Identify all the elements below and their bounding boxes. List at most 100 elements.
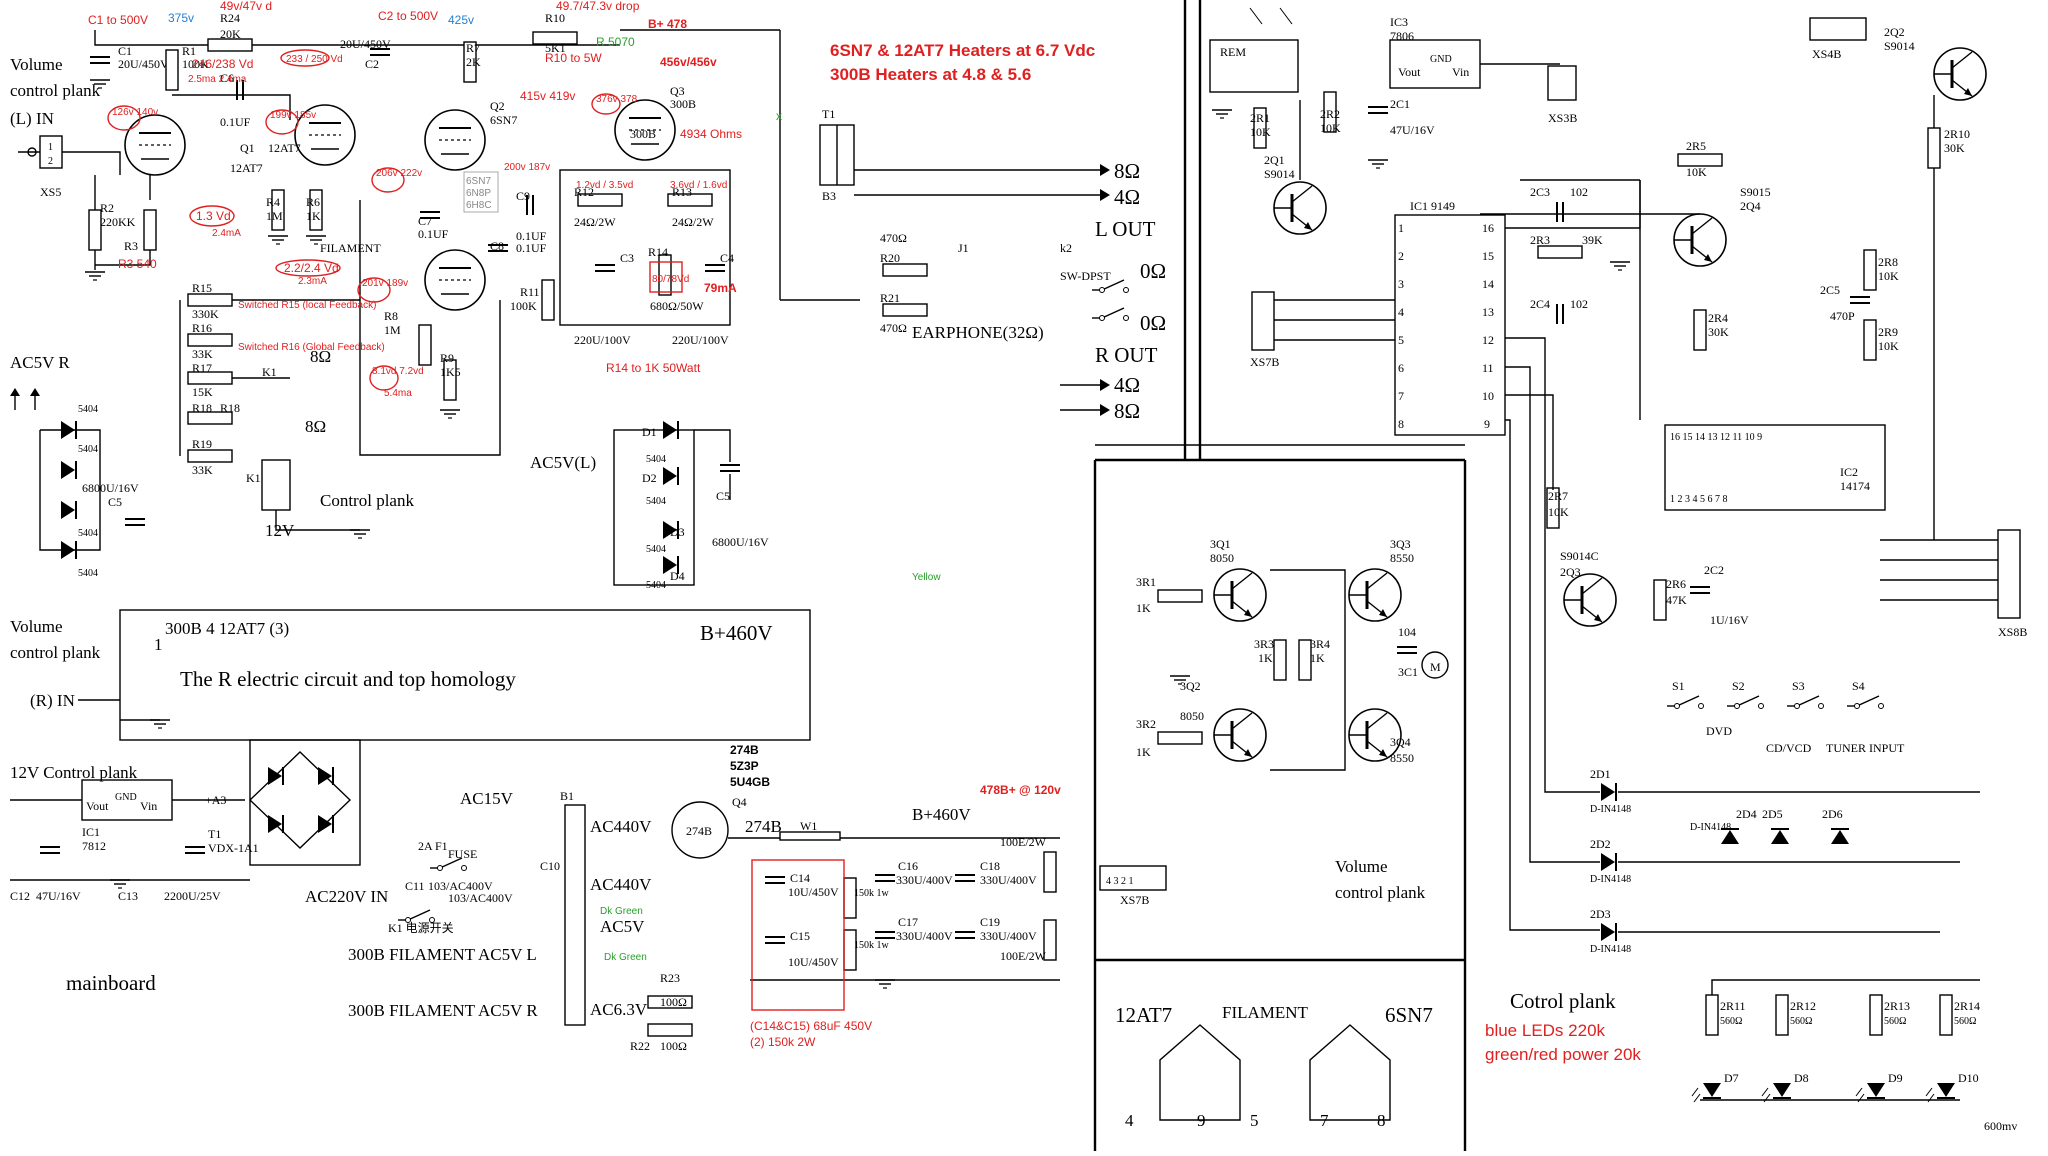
svg-text:M: M xyxy=(1430,660,1441,674)
svg-text:6SN7: 6SN7 xyxy=(466,176,491,187)
svg-text:AC5V: AC5V xyxy=(600,917,645,936)
svg-text:415v 419v: 415v 419v xyxy=(520,89,575,103)
svg-text:10K: 10K xyxy=(1320,121,1341,135)
svg-text:3: 3 xyxy=(1398,277,1404,291)
svg-text:5: 5 xyxy=(1250,1111,1259,1130)
svg-text:3R2: 3R2 xyxy=(1136,717,1156,731)
svg-text:R10: R10 xyxy=(545,11,565,25)
svg-text:2D5: 2D5 xyxy=(1762,807,1783,821)
svg-text:R10 to 5W: R10 to 5W xyxy=(545,51,602,65)
filament-300b-r: 300B FILAMENT AC5V R xyxy=(348,1001,538,1020)
svg-text:3R1: 3R1 xyxy=(1136,575,1156,589)
svg-text:IC2: IC2 xyxy=(1840,465,1858,479)
svg-text:13: 13 xyxy=(1482,305,1494,319)
svg-text:8Ω: 8Ω xyxy=(310,347,331,366)
svg-text:79mA: 79mA xyxy=(704,281,737,295)
svg-text:Volume: Volume xyxy=(10,617,63,636)
3r2-resistor xyxy=(1157,731,1203,745)
svg-text:199v 185v: 199v 185v xyxy=(270,110,316,121)
svg-text:5404: 5404 xyxy=(646,580,666,591)
svg-text:B+460V: B+460V xyxy=(912,805,971,824)
c14-capacitor xyxy=(764,876,786,884)
svg-text:R1: R1 xyxy=(182,44,196,58)
svg-text:1K: 1K xyxy=(306,209,321,223)
svg-text:10: 10 xyxy=(1482,389,1494,403)
svg-text:C8: C8 xyxy=(490,239,504,253)
svg-text:C9: C9 xyxy=(516,189,530,203)
svg-text:C10: C10 xyxy=(540,859,560,873)
svg-text:7812: 7812 xyxy=(82,839,106,853)
svg-text:6800U/16V: 6800U/16V xyxy=(712,535,769,549)
svg-text:2R11: 2R11 xyxy=(1720,999,1746,1013)
c5-r-capacitor xyxy=(124,518,146,526)
b460-label: B+460V xyxy=(700,621,773,645)
s2-cdvcd-switch xyxy=(1726,695,1765,710)
svg-text:C2 to 500V: C2 to 500V xyxy=(378,9,438,23)
r19-resistor xyxy=(187,449,233,463)
svg-text:3C1: 3C1 xyxy=(1398,665,1418,679)
q2-tube-6sn7 xyxy=(424,109,486,171)
svg-text:7: 7 xyxy=(1398,389,1404,403)
svg-text:C15: C15 xyxy=(790,929,810,943)
svg-text:3Q1: 3Q1 xyxy=(1210,537,1231,551)
l-out-4ohm: 4Ω xyxy=(1114,185,1140,209)
svg-text:C2: C2 xyxy=(365,57,379,71)
svg-text:274B: 274B xyxy=(745,817,782,836)
green-red-note: green/red power 20k xyxy=(1485,1045,1641,1064)
svg-text:16 15 14 13 12 11: 16 15 14 13 12 11 10 9 xyxy=(1670,432,1762,443)
2r4-resistor xyxy=(1693,309,1707,351)
svg-text:control plank: control plank xyxy=(1335,883,1426,902)
svg-text:5U4GB: 5U4GB xyxy=(730,775,770,789)
svg-text:3Q2: 3Q2 xyxy=(1180,679,1201,693)
svg-text:10U/450V: 10U/450V xyxy=(788,885,839,899)
volume-motor xyxy=(1421,651,1449,679)
svg-text:300B 4 12AT7 (3): 300B 4 12AT7 (3) xyxy=(165,619,289,638)
svg-text:5404: 5404 xyxy=(78,528,98,539)
svg-text:B3: B3 xyxy=(822,189,836,203)
2c1-capacitor xyxy=(1367,106,1389,114)
svg-text:R3: R3 xyxy=(124,239,138,253)
c3-capacitor xyxy=(594,264,616,272)
s3-tuner-switch xyxy=(1786,695,1825,710)
svg-text:C4: C4 xyxy=(720,251,734,265)
svg-text:10K: 10K xyxy=(1878,339,1899,353)
svg-text:104: 104 xyxy=(1398,625,1416,639)
r15-resistor xyxy=(187,293,233,307)
svg-text:2R4: 2R4 xyxy=(1708,311,1728,325)
svg-text:1K5: 1K5 xyxy=(440,365,461,379)
svg-text:2R2: 2R2 xyxy=(1320,107,1340,121)
svg-text:R4: R4 xyxy=(266,195,280,209)
volume-plank-label-1: Volume xyxy=(10,55,63,74)
xs3b-connector xyxy=(1547,65,1577,101)
svg-text:S9015: S9015 xyxy=(1740,185,1771,199)
earphone-label: EARPHONE(32Ω) xyxy=(912,323,1044,342)
svg-text:Vin: Vin xyxy=(140,799,157,813)
svg-text:Yellow: Yellow xyxy=(912,572,941,583)
svg-text:200v 187v: 200v 187v xyxy=(504,162,550,173)
svg-text:2D4: 2D4 xyxy=(1736,807,1757,821)
svg-text:10K: 10K xyxy=(1686,165,1707,179)
svg-text:C1 to 500V: C1 to 500V xyxy=(88,13,148,27)
svg-text:FUSE: FUSE xyxy=(448,847,477,861)
l-out-label: L OUT xyxy=(1095,217,1156,241)
svg-text:4934 Ohms: 4934 Ohms xyxy=(680,127,742,141)
svg-text:49.7/47.3v drop: 49.7/47.3v drop xyxy=(556,0,640,13)
svg-text:D10: D10 xyxy=(1958,1071,1979,1085)
svg-text:D8: D8 xyxy=(1794,1071,1809,1085)
svg-text:T1: T1 xyxy=(208,827,221,841)
svg-text:470Ω: 470Ω xyxy=(880,321,907,335)
r-out-4ohm: 4Ω xyxy=(1114,373,1140,397)
svg-text:control plank: control plank xyxy=(10,643,101,662)
svg-text:24Ω/2W: 24Ω/2W xyxy=(672,215,714,229)
svg-text:680Ω/50W: 680Ω/50W xyxy=(650,299,704,313)
svg-text:11: 11 xyxy=(1482,361,1494,375)
svg-text:8050: 8050 xyxy=(1210,551,1234,565)
svg-text:XS4B: XS4B xyxy=(1812,47,1841,61)
svg-text:x: x xyxy=(776,109,782,123)
svg-text:2: 2 xyxy=(48,156,53,167)
r1-resistor xyxy=(165,49,179,91)
2d2-diode xyxy=(1600,852,1617,872)
c12-capacitor xyxy=(39,846,61,854)
svg-text:R11: R11 xyxy=(520,285,540,299)
svg-text:246/238 Vd: 246/238 Vd xyxy=(192,57,253,71)
